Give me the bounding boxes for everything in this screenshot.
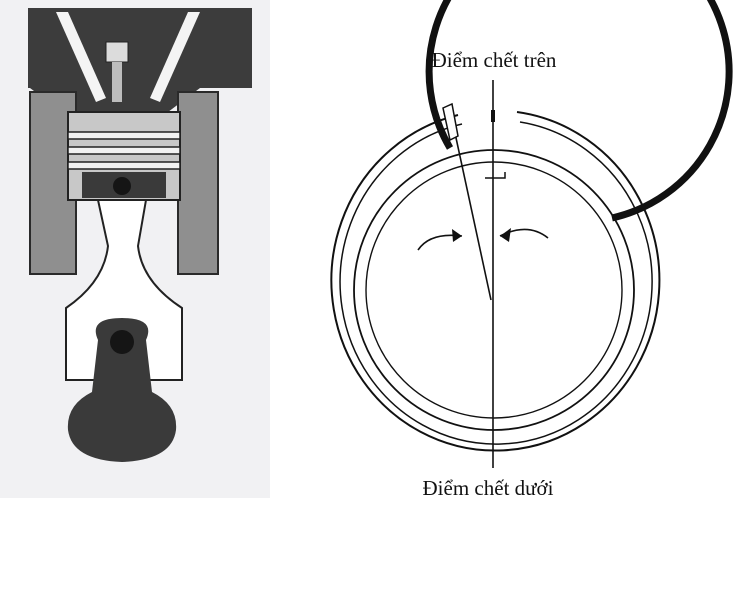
connecting-rod-icon [65,199,183,381]
valve-right [150,12,200,102]
cylinder-head [28,8,252,112]
crank-pointer [449,109,492,301]
bdc-label: Điểm chết dưới [423,476,554,500]
inner-ring-2 [365,161,623,419]
outer-ring-inner-edge [339,121,653,445]
tdc-label: Điểm chết trên [432,48,557,72]
valve-left [56,12,106,102]
pointer-tip-icon [442,102,459,142]
spark-plug-icon [105,41,129,63]
spark-plug-body [112,62,122,102]
crank-pin [110,330,134,354]
arrow-head-left [452,229,462,242]
crankshaft-counterweight [67,318,177,462]
piston-icon [67,111,181,201]
cylinder-wall-right [177,91,219,275]
tdc-tab [485,172,506,179]
timing-circle-diagram: Điểm chết trên Điểm chết dưới [330,0,733,500]
engine-cross-section [0,0,270,498]
arrow-head-right [500,228,511,242]
inner-ring [353,149,635,431]
outer-ring [330,111,661,452]
thick-arc [425,0,733,222]
